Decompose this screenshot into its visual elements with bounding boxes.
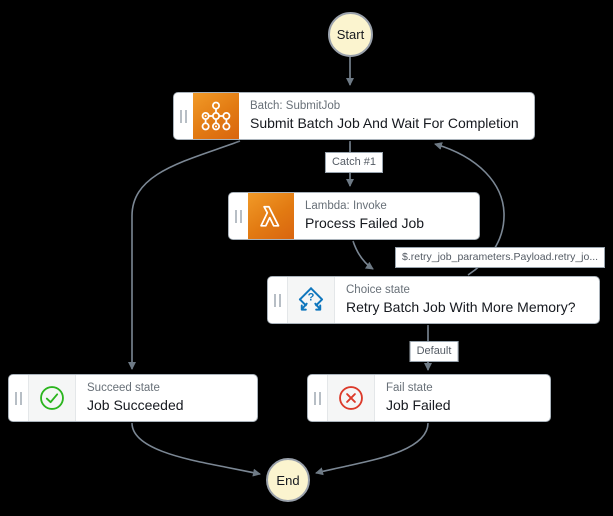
- state-batch-submit-job[interactable]: Batch: SubmitJob Submit Batch Job And Wa…: [173, 92, 535, 140]
- drag-handle[interactable]: [268, 277, 287, 323]
- lambda-icon: [248, 193, 294, 239]
- state-type-label: Choice state: [346, 284, 410, 297]
- grip-icon: [314, 391, 321, 405]
- edge-lambda-to-choice: [352, 240, 374, 270]
- start-node: Start: [328, 12, 373, 57]
- svg-text:?: ?: [308, 292, 315, 304]
- edge-batch-to-succeed: [128, 140, 241, 370]
- succeed-icon: [28, 375, 76, 421]
- state-job-failed[interactable]: Fail state Job Failed: [307, 374, 551, 422]
- grip-icon: [274, 293, 281, 307]
- state-text: Choice state Retry Batch Job With More M…: [335, 277, 588, 323]
- end-node: End: [266, 458, 310, 502]
- fail-icon: [327, 375, 375, 421]
- state-name-label: Job Failed: [386, 397, 451, 414]
- edge-label-catch: Catch #1: [324, 152, 384, 173]
- drag-handle[interactable]: [229, 193, 248, 239]
- state-text: Succeed state Job Succeeded: [76, 375, 196, 421]
- state-type-label: Batch: SubmitJob: [250, 100, 341, 113]
- drag-handle[interactable]: [308, 375, 327, 421]
- grip-icon: [180, 109, 187, 123]
- state-text: Lambda: Invoke Process Failed Job: [294, 193, 436, 239]
- state-type-label: Succeed state: [87, 382, 160, 395]
- state-type-label: Lambda: Invoke: [305, 200, 387, 213]
- edge-label-default: Default: [409, 341, 459, 362]
- choice-icon: ?: [287, 277, 335, 323]
- edge-succeed-to-end: [131, 422, 261, 477]
- end-label: End: [276, 472, 300, 488]
- batch-icon: [193, 93, 239, 139]
- state-job-succeeded[interactable]: Succeed state Job Succeeded: [8, 374, 258, 422]
- state-retry-choice[interactable]: ? Choice state Retry Batch Job With More…: [267, 276, 600, 324]
- state-name-label: Process Failed Job: [305, 215, 425, 232]
- edge-fail-to-end: [315, 422, 429, 476]
- grip-icon: [15, 391, 22, 405]
- state-text: Batch: SubmitJob Submit Batch Job And Wa…: [239, 93, 531, 139]
- drag-handle[interactable]: [174, 93, 193, 139]
- state-name-label: Job Succeeded: [87, 397, 184, 414]
- drag-handle[interactable]: [9, 375, 28, 421]
- state-name-label: Submit Batch Job And Wait For Completion: [250, 115, 519, 132]
- start-label: Start: [336, 27, 365, 42]
- state-name-label: Retry Batch Job With More Memory?: [346, 299, 576, 316]
- grip-icon: [235, 209, 242, 223]
- state-process-failed-job[interactable]: Lambda: Invoke Process Failed Job: [228, 192, 480, 240]
- edge-label-retry-path: $.retry_job_parameters.Payload.retry_jo.…: [395, 247, 606, 268]
- state-type-label: Fail state: [386, 382, 433, 395]
- state-text: Fail state Job Failed: [375, 375, 463, 421]
